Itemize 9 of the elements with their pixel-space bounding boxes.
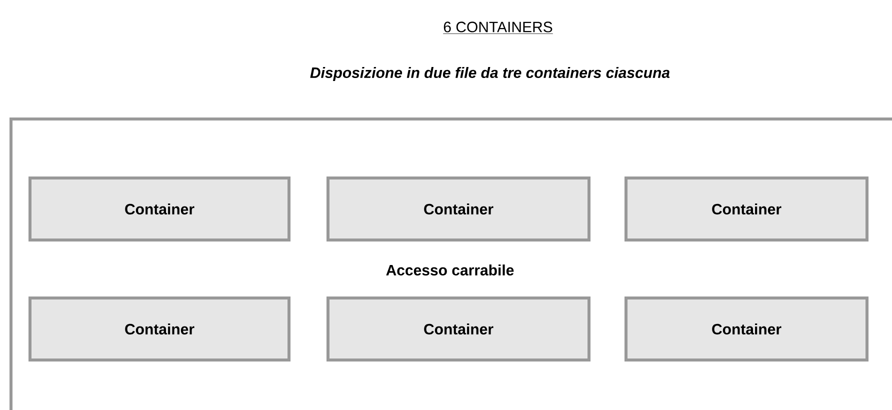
container-box: Container xyxy=(624,296,868,362)
area-label: Accesso carrabile xyxy=(386,264,514,276)
container-box: Container xyxy=(326,296,590,362)
container-box: Container xyxy=(624,176,868,242)
title: 6 CONTAINERS xyxy=(442,22,554,34)
container-box: Container xyxy=(28,296,290,362)
container-box: Container xyxy=(326,176,590,242)
subtitle: Disposizione in due file da tre containers ciascuna xyxy=(310,67,670,81)
container-box: Container xyxy=(28,176,290,242)
